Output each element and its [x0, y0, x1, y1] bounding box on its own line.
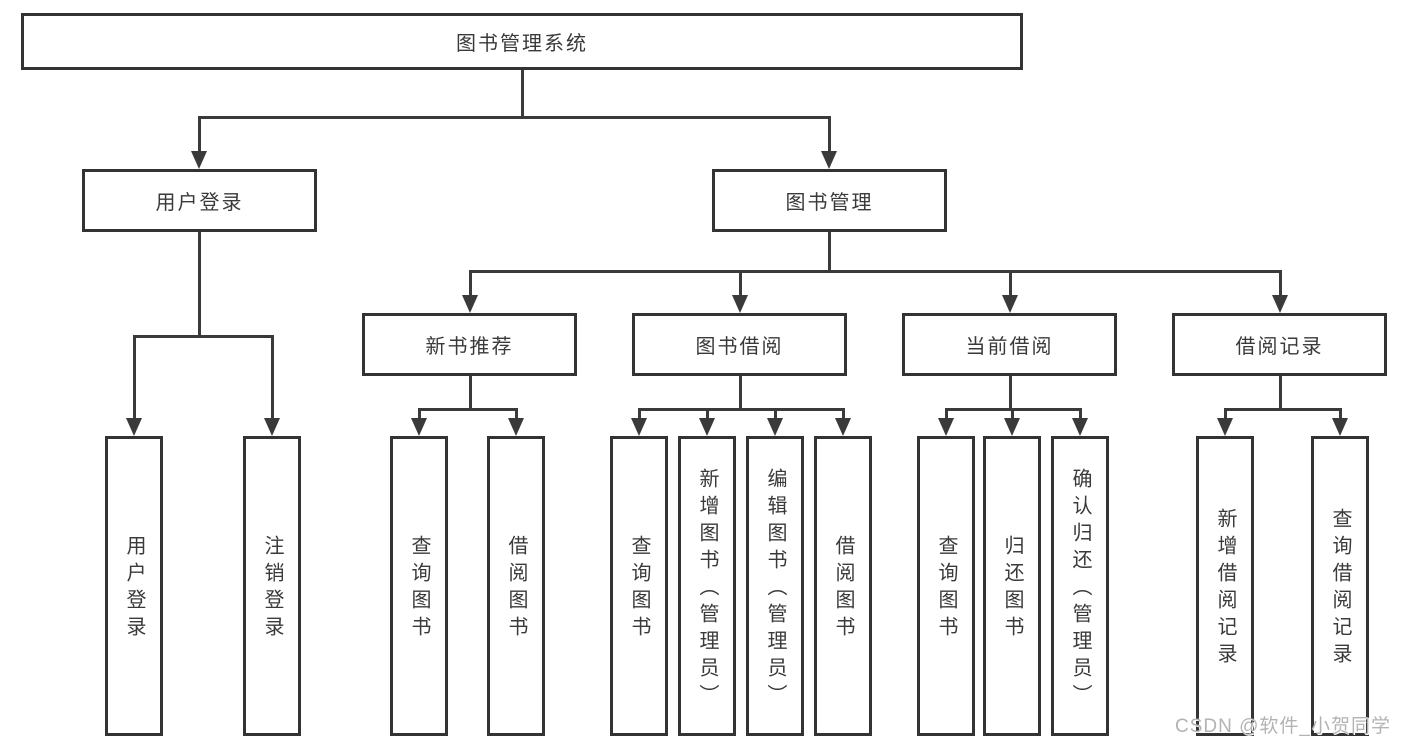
leaf-query-books-current: 查询图书	[917, 436, 975, 736]
connector-stub-b3	[774, 409, 777, 422]
leaf-borrow-books-recommend: 借阅图书	[487, 436, 545, 736]
arrow-to-d2	[1332, 418, 1348, 436]
arrow-to-b1	[631, 418, 647, 436]
connector-stub-leaf-user-login	[133, 336, 136, 422]
leaf-query-books-borrow: 查询图书	[610, 436, 668, 736]
leaf-add-borrow-record: 新增借阅记录	[1196, 436, 1254, 736]
node-user-login-group: 用户登录	[82, 169, 317, 232]
arrow-to-d1	[1217, 418, 1233, 436]
connector-stub-d1	[1224, 409, 1227, 422]
leaf-borrow-books-borrow: 借阅图书	[814, 436, 872, 736]
arrow-to-current	[1002, 295, 1018, 313]
arrow-to-book-management	[821, 151, 837, 169]
arrow-to-a1	[411, 418, 427, 436]
connector-stub-c1	[945, 409, 948, 422]
connector-stub-user-login	[198, 117, 201, 157]
leaf-confirm-return-admin: 确认归还（管理员）	[1051, 436, 1109, 736]
connector-stub-d2	[1339, 409, 1342, 422]
csdn-watermark: CSDN @软件_小贺同学	[1175, 716, 1391, 737]
leaf-logout: 注销登录	[243, 436, 301, 736]
leaf-add-book-admin: 新增图书（管理员）	[678, 436, 736, 736]
connector-recommend-trunk	[469, 376, 472, 409]
leaf-query-borrow-record: 查询借阅记录	[1311, 436, 1369, 736]
connector-stub-recommend	[469, 271, 472, 299]
connector-borrow-trunk	[739, 376, 742, 409]
connector-stub-b4	[842, 409, 845, 422]
connector-root-trunk	[521, 70, 524, 117]
connector-bookmgmt-trunk	[828, 232, 831, 271]
node-current-borrow: 当前借阅	[902, 313, 1117, 376]
leaf-query-books-recommend: 查询图书	[390, 436, 448, 736]
connector-recommend-rail	[418, 408, 518, 411]
node-book-borrow: 图书借阅	[632, 313, 847, 376]
arrow-to-c3	[1072, 418, 1088, 436]
arrow-to-c2	[1004, 418, 1020, 436]
connector-stub-a2	[515, 409, 518, 422]
connector-stub-a1	[418, 409, 421, 422]
arrow-to-leaf-logout	[264, 418, 280, 436]
arrow-to-b4	[835, 418, 851, 436]
leaf-user-login: 用户登录	[105, 436, 163, 736]
connector-records-trunk	[1279, 376, 1282, 409]
connector-stub-c2	[1011, 409, 1014, 422]
node-new-book-recommend: 新书推荐	[362, 313, 577, 376]
connector-current-trunk	[1009, 376, 1012, 409]
arrow-to-b3	[767, 418, 783, 436]
connector-stub-current	[1009, 271, 1012, 299]
arrow-to-leaf-user-login	[126, 418, 142, 436]
connector-stub-records	[1279, 271, 1282, 299]
connector-stub-c3	[1079, 409, 1082, 422]
leaf-edit-book-admin: 编辑图书（管理员）	[746, 436, 804, 736]
leaf-return-book: 归还图书	[983, 436, 1041, 736]
arrow-to-borrow	[732, 295, 748, 313]
arrow-to-recommend	[462, 295, 478, 313]
connector-userlogin-trunk	[198, 232, 201, 336]
connector-stub-leaf-logout	[271, 336, 274, 422]
arrow-to-records	[1272, 295, 1288, 313]
connector-userlogin-rail	[133, 335, 274, 338]
connector-stub-book-management	[828, 117, 831, 157]
connector-root-rail	[198, 116, 831, 119]
node-library-system-root: 图书管理系统	[21, 13, 1023, 70]
arrow-to-user-login	[191, 151, 207, 169]
node-book-management: 图书管理	[712, 169, 947, 232]
node-borrow-records: 借阅记录	[1172, 313, 1387, 376]
arrow-to-b2	[699, 418, 715, 436]
connector-stub-b1	[638, 409, 641, 422]
connector-borrow-rail	[638, 408, 845, 411]
connector-bookmgmt-rail	[469, 270, 1282, 273]
connector-stub-b2	[706, 409, 709, 422]
connector-stub-borrow	[739, 271, 742, 299]
arrow-to-c1	[938, 418, 954, 436]
connector-records-rail	[1224, 408, 1342, 411]
arrow-to-a2	[508, 418, 524, 436]
